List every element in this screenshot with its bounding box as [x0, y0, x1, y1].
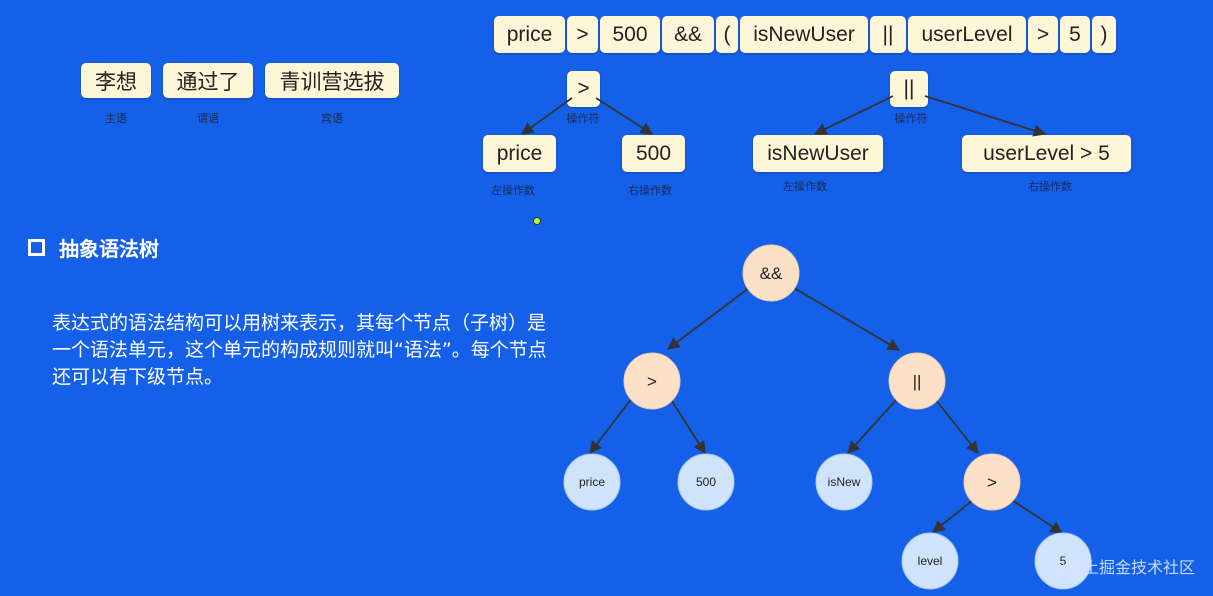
- subtree-right-operator: ||: [890, 71, 928, 107]
- subtree-left-right: 500: [622, 135, 685, 172]
- section-title-text: 抽象语法树: [59, 237, 159, 261]
- expr-token-userlevel: userLevel: [908, 16, 1026, 53]
- subtree-left-right-caption: 右操作数: [628, 184, 672, 197]
- subtree-right-operator-caption: 操作符: [894, 112, 928, 125]
- sentence-token-subject: 李想: [81, 63, 151, 98]
- expr-token-isnewuser: isNewUser: [740, 16, 868, 53]
- edge-sub-gt-500: [595, 97, 654, 135]
- subtree-left-operator-caption: 操作符: [566, 112, 600, 125]
- expr-token-gt: >: [567, 16, 598, 53]
- ast-node-root-label: &&: [760, 264, 783, 283]
- subtree-right-left-caption: 左操作数: [783, 180, 827, 193]
- ast-node-500: 500: [677, 453, 735, 511]
- ast-node-500-label: 500: [696, 475, 716, 489]
- expr-token-gt2: >: [1028, 16, 1058, 53]
- sentence-token-object: 青训营选拔: [265, 63, 399, 98]
- role-predicate: 谓语: [197, 112, 219, 125]
- subtree-right-right-caption: 右操作数: [1028, 180, 1072, 193]
- ast-node-or-label: ||: [913, 372, 922, 391]
- edge-gt2-5: [1011, 499, 1064, 534]
- sentence-token-predicate: 通过了: [163, 63, 253, 98]
- expr-token-5: 5: [1060, 16, 1090, 53]
- edge-sub-or-userlevel: [924, 95, 1047, 137]
- subtree-left-operator: >: [567, 71, 600, 107]
- expr-token-rparen: ): [1092, 16, 1116, 53]
- ast-node-isnew-label: isNew: [828, 475, 861, 489]
- subtree-right-right: userLevel > 5: [962, 135, 1131, 172]
- edge-sub-or-isnewuser: [813, 95, 894, 135]
- edge-sub-gt-price: [520, 97, 573, 135]
- edge-or-isnew: [847, 398, 898, 454]
- edge-gt2-level: [932, 499, 974, 533]
- expr-token-price: price: [494, 16, 565, 53]
- edge-or-gt2: [934, 398, 979, 454]
- ast-node-5: 5: [1034, 532, 1092, 590]
- ast-node-gt2-label: >: [987, 473, 997, 492]
- edge-root-or: [793, 287, 901, 351]
- ast-node-price: price: [563, 453, 621, 511]
- expr-token-lparen: (: [716, 16, 738, 53]
- edge-gt-500: [669, 397, 706, 455]
- ast-node-gt: >: [623, 352, 681, 410]
- watermark: @稀土掘金技术社区: [1050, 558, 1195, 577]
- ast-node-level: level: [901, 532, 959, 590]
- ast-node-gt-label: >: [647, 372, 657, 391]
- section-title: 抽象语法树: [28, 233, 159, 262]
- edge-root-gt: [666, 287, 750, 350]
- ast-node-level-label: level: [918, 554, 943, 568]
- expr-token-500: 500: [600, 16, 660, 53]
- section-description: 表达式的语法结构可以用树来表示，其每个节点（子树）是一个语法单元，这个单元的构成…: [52, 312, 547, 388]
- square-bullet-icon: [28, 239, 45, 256]
- expr-token-and: &&: [662, 16, 714, 53]
- ast-node-root: &&: [742, 244, 800, 302]
- subtree-left-left-caption: 左操作数: [491, 184, 535, 197]
- ast-node-price-label: price: [579, 475, 605, 489]
- ast-node-gt2: >: [963, 453, 1021, 511]
- edge-gt-price: [589, 397, 633, 455]
- subtree-left-left: price: [483, 135, 556, 172]
- cursor-dot: [533, 217, 541, 225]
- ast-node-isnew: isNew: [815, 453, 873, 511]
- ast-node-or: ||: [888, 352, 946, 410]
- ast-node-5-label: 5: [1060, 554, 1067, 568]
- role-subject: 主语: [105, 112, 127, 125]
- role-object: 宾语: [321, 112, 343, 125]
- subtree-right-left: isNewUser: [753, 135, 883, 172]
- expr-token-or: ||: [870, 16, 906, 53]
